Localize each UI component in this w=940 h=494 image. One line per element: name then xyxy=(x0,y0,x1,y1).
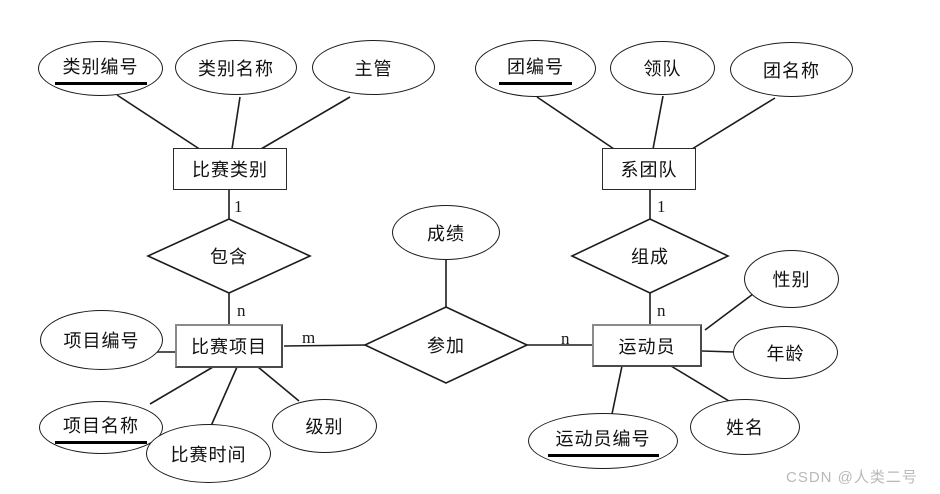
line-athlete-to-athlete-id xyxy=(611,365,623,415)
line-athlete-to-gender xyxy=(704,293,754,331)
relationship-diamond-composes xyxy=(570,218,730,294)
line-team-id-to-department-team xyxy=(536,96,615,150)
relationship-label-composes: 组成 xyxy=(615,246,685,267)
attribute-ellipse-category-name: 类别名称 xyxy=(175,40,297,95)
attribute-label-gender: 性别 xyxy=(772,270,811,290)
entity-label-competition-event: 比赛项目 xyxy=(191,337,267,357)
line-team-name-to-department-team xyxy=(691,97,776,150)
attribute-label-team-leader: 领队 xyxy=(643,59,682,79)
attribute-ellipse-category-id: 类别编号 xyxy=(38,41,163,96)
line-competition-event-to-event-name xyxy=(149,366,214,405)
watermark: CSDN @人类二号 xyxy=(786,469,918,486)
line-category-id-to-competition-category xyxy=(116,94,202,151)
attribute-ellipse-team-id: 团编号 xyxy=(475,40,596,97)
cardinality-composes-many: n xyxy=(657,301,666,320)
entity-department-team: 系团队 xyxy=(602,148,696,190)
attribute-ellipse-supervisor: 主管 xyxy=(312,40,435,95)
attribute-ellipse-score: 成绩 xyxy=(392,205,500,260)
attribute-ellipse-level: 级别 xyxy=(272,399,377,453)
entity-athlete: 运动员 xyxy=(592,324,702,367)
line-competition-event-to-participates xyxy=(283,344,367,347)
line-competition-event-to-event-time xyxy=(210,366,238,427)
line-athlete-to-name xyxy=(670,365,730,402)
entity-label-department-team: 系团队 xyxy=(620,160,678,180)
attribute-ellipse-event-id: 项目编号 xyxy=(40,310,163,370)
line-competition-event-to-level xyxy=(257,366,300,402)
entity-competition-event: 比赛项目 xyxy=(175,324,283,368)
attribute-ellipse-age: 年龄 xyxy=(733,326,838,379)
attribute-label-level: 级别 xyxy=(305,417,344,437)
line-supervisor-to-competition-category xyxy=(260,96,351,150)
attribute-label-event-name: 项目名称 xyxy=(55,412,147,444)
attribute-label-category-id: 类别编号 xyxy=(54,53,147,85)
line-team-leader-to-department-team xyxy=(652,95,664,150)
attribute-ellipse-athlete-id: 运动员编号 xyxy=(528,413,678,469)
attribute-label-event-time: 比赛时间 xyxy=(170,444,247,465)
cardinality-participates-n: n xyxy=(561,329,570,348)
line-athlete-to-age xyxy=(701,350,735,353)
attribute-ellipse-event-name: 项目名称 xyxy=(39,401,163,454)
attribute-ellipse-team-leader: 领队 xyxy=(610,41,715,95)
cardinality-composes-one: 1 xyxy=(657,197,666,216)
line-category-name-to-competition-category xyxy=(231,96,241,150)
attribute-ellipse-event-time: 比赛时间 xyxy=(146,424,271,483)
relationship-diamond-participates xyxy=(363,306,529,384)
entity-competition-category: 比赛类别 xyxy=(173,148,287,190)
relationship-diamond-contains xyxy=(146,218,312,294)
relationship-text-participates: 参加 xyxy=(427,336,465,356)
relationship-label-participates: 参加 xyxy=(411,335,481,356)
relationship-text-composes: 组成 xyxy=(631,247,669,267)
entity-label-athlete: 运动员 xyxy=(618,336,676,357)
attribute-ellipse-name: 姓名 xyxy=(690,399,800,455)
cardinality-contains-one: 1 xyxy=(234,197,243,216)
attribute-ellipse-team-name: 团名称 xyxy=(730,42,853,97)
attribute-label-athlete-id: 运动员编号 xyxy=(547,425,659,457)
attribute-label-name: 姓名 xyxy=(726,418,764,438)
relationship-label-contains: 包含 xyxy=(194,246,264,267)
attribute-label-age: 年龄 xyxy=(766,343,805,364)
attribute-ellipse-gender: 性别 xyxy=(744,250,839,308)
attribute-label-team-name: 团名称 xyxy=(763,60,820,81)
attribute-label-event-id: 项目编号 xyxy=(63,331,140,351)
cardinality-contains-many: n xyxy=(237,301,246,320)
attribute-label-supervisor: 主管 xyxy=(354,58,393,79)
entity-label-competition-category: 比赛类别 xyxy=(192,160,268,180)
attribute-label-category-name: 类别名称 xyxy=(198,58,274,79)
attribute-label-score: 成绩 xyxy=(427,223,465,244)
attribute-label-team-id: 团编号 xyxy=(499,53,572,85)
relationship-text-contains: 包含 xyxy=(210,247,248,267)
cardinality-participates-m: m xyxy=(302,328,316,347)
